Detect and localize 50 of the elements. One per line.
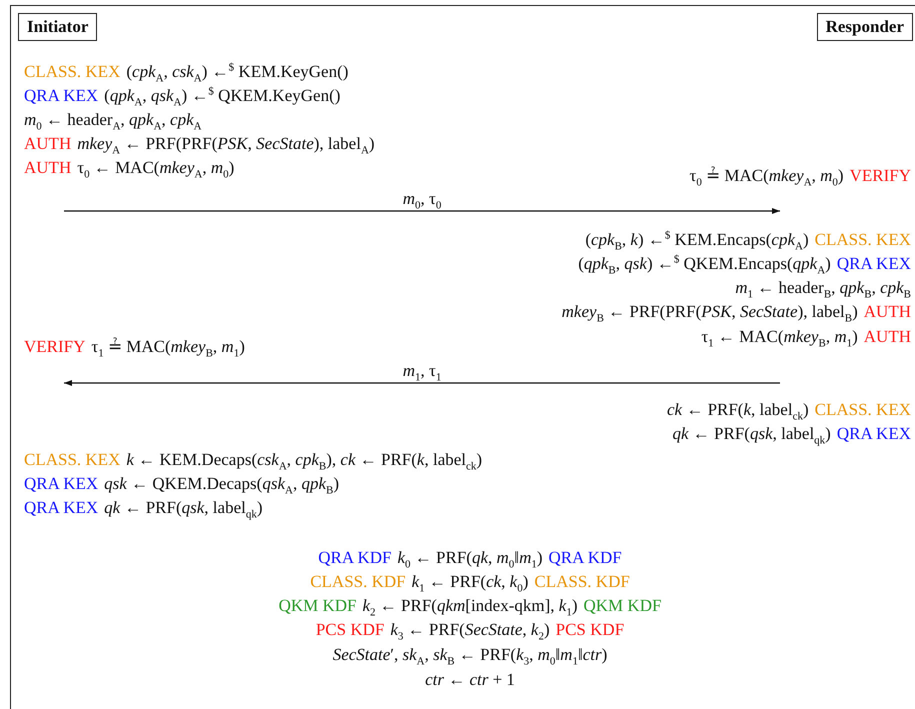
formula-text: m$_{0}$ ← header$_{A}$, qpk$_{A}$, cpk$_{A}$ — [24, 110, 202, 130]
formula-text: qsk ← QKEM.Decaps(qsk$_{A}$, qpk$_{B}$) — [104, 474, 340, 494]
step-tag: AUTH — [24, 134, 72, 154]
formula-text: ctr ← ctr + 1 — [425, 670, 515, 690]
formula-text: τ$_{1}$ ≟ MAC(mkey$_{B}$, m$_{1}$) — [91, 337, 245, 357]
formula-text: mkey$_{B}$ ← PRF(PRF(PSK, SecState), label$_{B}$) — [562, 302, 858, 322]
step-tag: CLASS. KDF — [534, 572, 630, 592]
formula-text: k$_{2}$ ← PRF(qkm[index-qkm], k$_{1}$) — [362, 596, 578, 616]
formula-text: m$_{1}$ ← header$_{B}$, qpk$_{B}$, cpk$_{B}$ — [735, 278, 911, 298]
step-tag: VERIFY — [24, 337, 86, 357]
step-tag: QRA KDF — [318, 548, 392, 568]
formula-text: SecState′, sk$_{A}$, sk$_{B}$ ← PRF(k$_{3}$, m$_{0}$‖m$_{1}$‖ctr) — [332, 645, 608, 665]
step-tag: CLASS. KEX — [24, 450, 120, 470]
message-label: m$_{1}$, τ$_{1}$ — [402, 361, 442, 381]
step-tag: QRA KEX — [836, 424, 911, 444]
formula-text: (cpk$_{B}$, k) ←$^{$}$ KEM.Encaps(cpk$_{A}$) — [585, 230, 809, 250]
step-tag: QRA KEX — [24, 86, 98, 106]
formula-text: k ← KEM.Decaps(csk$_{A}$, cpk$_{B}$), ck ← PRF(k, label$_{ck}$) — [126, 450, 482, 470]
formula-text: τ$_{0}$ ← MAC(mkey$_{A}$, m$_{0}$) — [77, 158, 234, 178]
formula-text: mkey$_{A}$ ← PRF(PRF(PSK, SecState), label$_{A}$) — [77, 134, 375, 154]
step-tag: QRA KDF — [548, 548, 622, 568]
formula-text: ck ← PRF(k, label$_{ck}$) — [666, 400, 809, 420]
step-tag: AUTH — [864, 302, 911, 322]
formula-text: k$_{0}$ ← PRF(qk, m$_{0}$‖m$_{1}$) — [397, 548, 543, 568]
step-tag: QRA KEX — [24, 498, 98, 518]
step-tag: QKM KDF — [278, 596, 356, 616]
party-box: Initiator — [18, 13, 98, 41]
step-tag: QRA KEX — [24, 474, 98, 494]
step-tag: QRA KEX — [836, 254, 911, 274]
step-tag: CLASS. KEX — [24, 62, 120, 82]
step-tag: AUTH — [24, 158, 72, 178]
formula-text: qk ← PRF(qsk, label$_{qk}$) — [672, 424, 831, 444]
formula-text: k$_{1}$ ← PRF(ck, k$_{0}$) — [412, 572, 528, 592]
step-tag: PCS KDF — [316, 620, 384, 640]
step-tag: PCS KDF — [556, 620, 624, 640]
step-tag: VERIFY — [850, 166, 911, 186]
step-tag: QKM KDF — [584, 596, 662, 616]
step-tag: CLASS. KEX — [814, 400, 911, 420]
formula-text: (qpk$_{A}$, qsk$_{A}$) ←$^{$}$ QKEM.KeyGen() — [104, 86, 340, 106]
step-tag: CLASS. KDF — [310, 572, 406, 592]
formula-text: (qpk$_{B}$, qsk) ←$^{$}$ QKEM.Encaps(qpk$_{A}$) — [578, 254, 831, 274]
formula-text: (cpk$_{A}$, csk$_{A}$) ←$^{$}$ KEM.KeyGen() — [126, 62, 348, 82]
formula-text: k$_{3}$ ← PRF(SecState, k$_{2}$) — [390, 620, 550, 640]
step-tag: AUTH — [864, 327, 911, 347]
step-tag: CLASS. KEX — [814, 230, 911, 250]
message-label: m$_{0}$, τ$_{0}$ — [402, 189, 442, 209]
formula-text: qk ← PRF(qsk, label$_{qk}$) — [104, 498, 263, 518]
formula-text: τ$_{0}$ ≟ MAC(mkey$_{A}$, m$_{0}$) — [690, 166, 844, 186]
formula-text: τ$_{1}$ ← MAC(mkey$_{B}$, m$_{1}$) — [701, 327, 858, 347]
party-box: Responder — [816, 13, 913, 41]
